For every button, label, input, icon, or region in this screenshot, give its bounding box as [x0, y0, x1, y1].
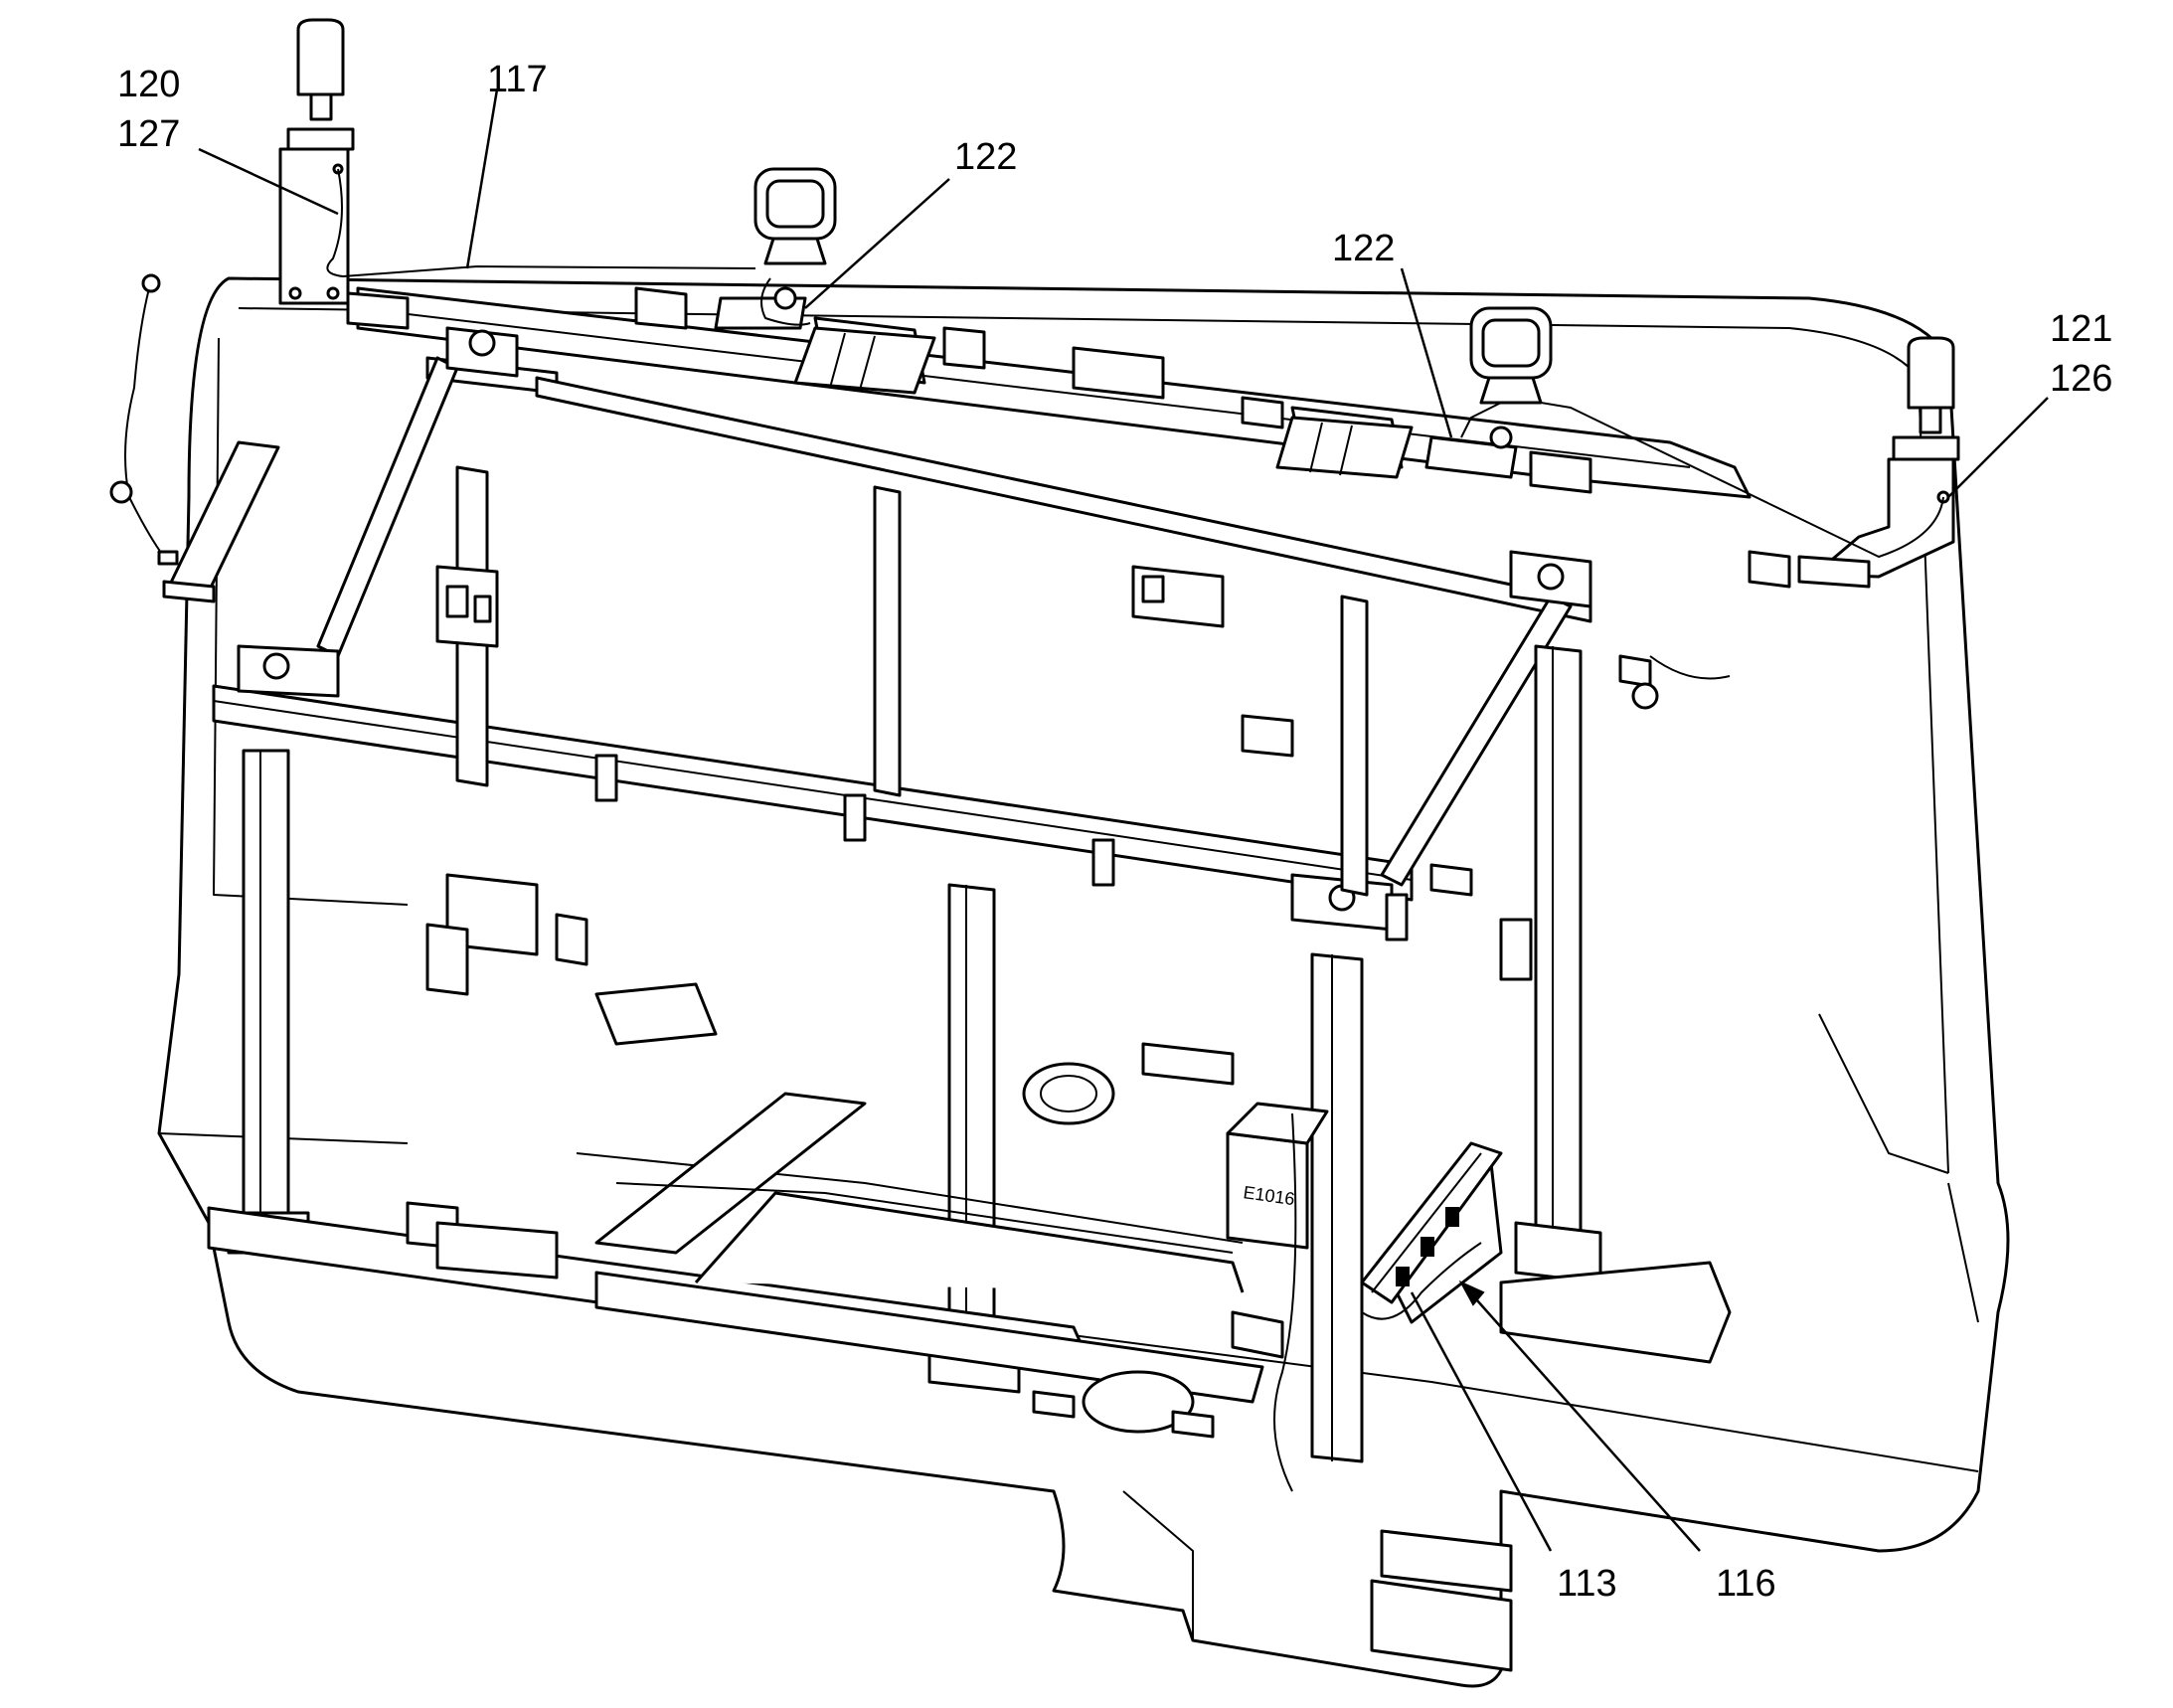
left-bracket: [162, 440, 280, 603]
leader-116: [1460, 1281, 1701, 1552]
vertical-posts: [227, 465, 1602, 1463]
upper-frame: [212, 326, 1592, 981]
hatches: [793, 326, 1414, 479]
top-rail: [346, 286, 1791, 589]
leader-122a: [804, 178, 950, 309]
control-box: E1016: [1226, 1102, 1329, 1250]
label-117: 117: [487, 59, 548, 100]
leader-127: [198, 147, 339, 216]
work-light-left: [714, 167, 837, 330]
mechanism-details: [425, 565, 1731, 996]
label-121: 121: [2050, 308, 2112, 350]
leader-lines: [198, 88, 2049, 1552]
leader-113: [1410, 1291, 1553, 1552]
left-sensor-cable: [109, 273, 179, 566]
label-127: 127: [117, 113, 180, 155]
left-beacon-mast: [278, 18, 756, 305]
label-113: 113: [1557, 1563, 1617, 1605]
leader-126: [1947, 397, 2049, 498]
lower-chassis: [207, 982, 1732, 1672]
work-light-right: [1424, 306, 1553, 479]
label-116: 116: [1716, 1563, 1776, 1605]
label-126: 126: [2050, 358, 2112, 400]
label-122-right: 122: [1332, 228, 1395, 269]
label-122-left: 122: [954, 136, 1017, 178]
right-beacon-mast: [1460, 336, 1960, 589]
reference-numerals: 120 127 117 122 122 121 126 113 116: [117, 59, 2112, 1605]
cable-tray: [1273, 1112, 1503, 1492]
label-120: 120: [117, 64, 180, 105]
leader-122b: [1400, 267, 1453, 438]
leader-117: [465, 88, 499, 269]
